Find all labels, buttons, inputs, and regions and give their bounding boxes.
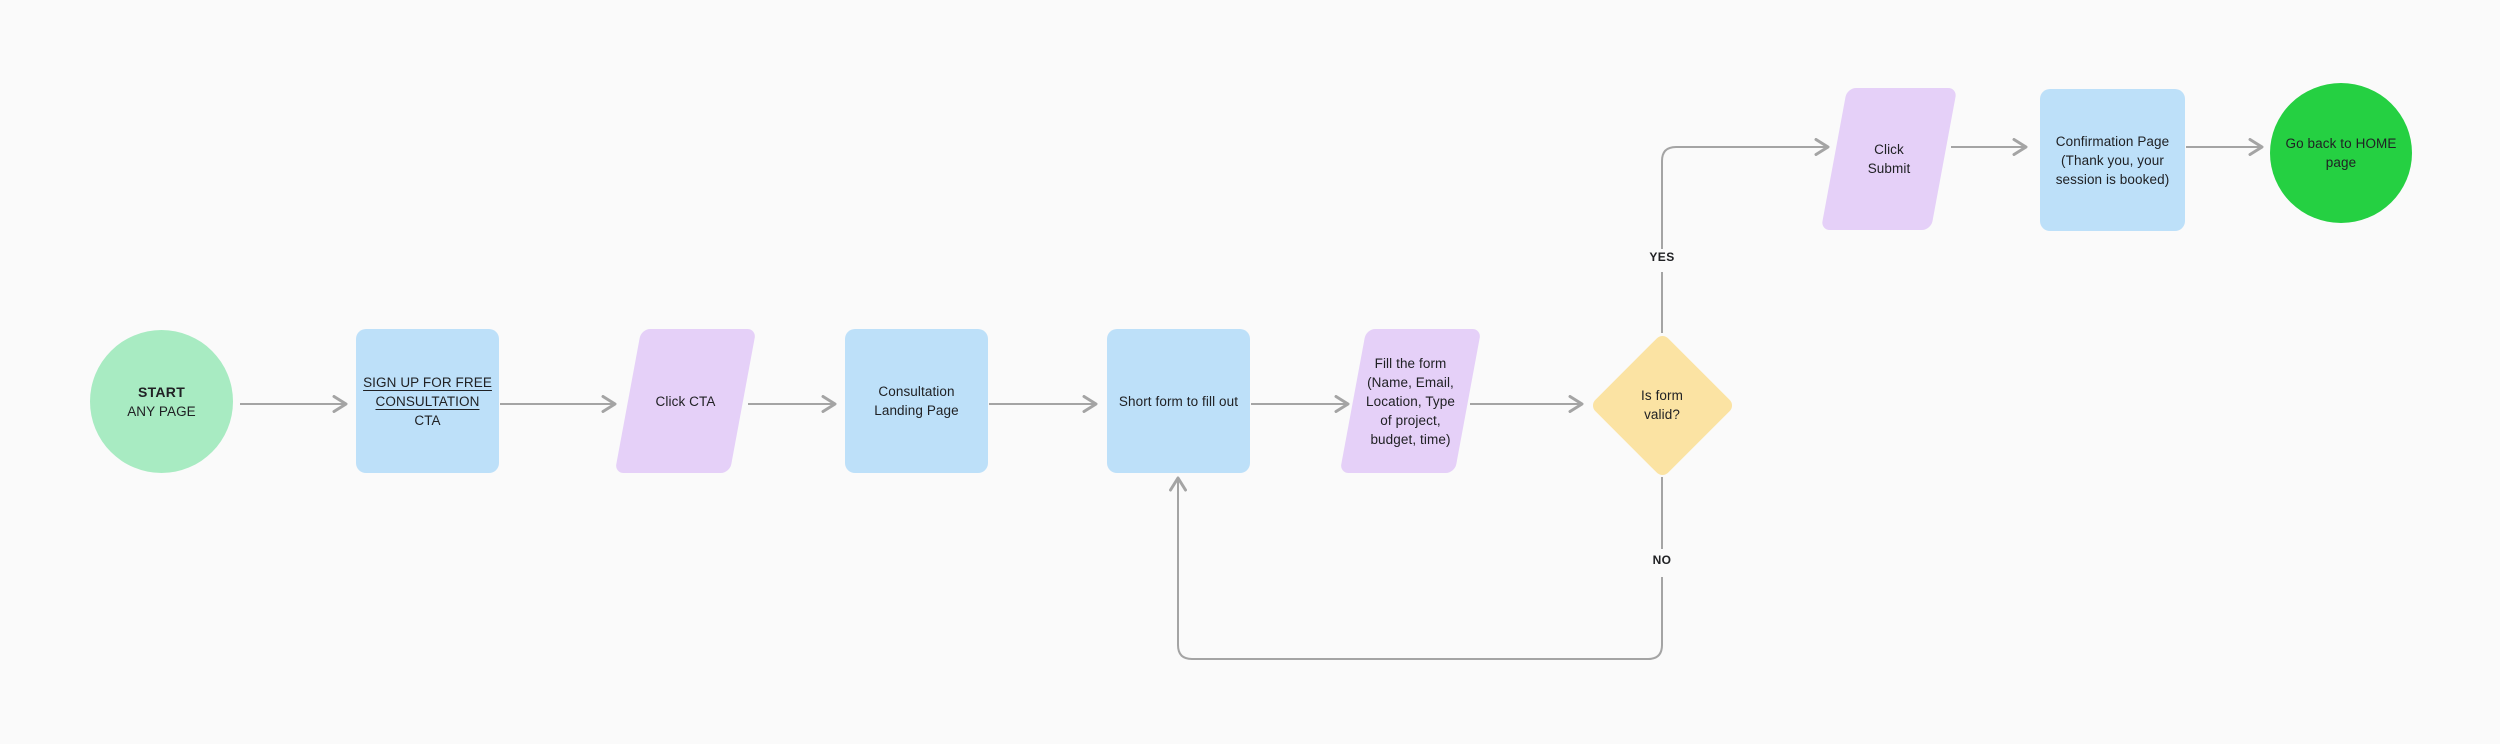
- yes-branch-label: YES: [1649, 250, 1675, 264]
- signup-line-2: CONSULTATION: [375, 393, 480, 409]
- confirmation-line-2: (Thank you, your: [2061, 152, 2164, 168]
- fill-form-label: Fill the form (Name, Email, Location, Ty…: [1353, 354, 1468, 449]
- start-terminator: START ANY PAGE: [90, 330, 233, 473]
- no-branch-label: NO: [1652, 553, 1672, 567]
- confirmation-page-process: Confirmation Page (Thank you, your sessi…: [2040, 89, 2185, 231]
- fill-form-line-2: (Name, Email,: [1367, 374, 1454, 390]
- signup-cta-process: SIGN UP FOR FREE CONSULTATION CTA: [356, 329, 499, 473]
- home-line-2: page: [2325, 155, 2357, 170]
- fill-form-line-3: Location, Type: [1366, 393, 1455, 409]
- form-valid-decision: Is form valid?: [1589, 332, 1735, 478]
- landing-label: Consultation Landing Page: [845, 382, 988, 420]
- decision-line-2: valid?: [1644, 407, 1680, 422]
- click-cta-label: Click CTA: [655, 393, 716, 409]
- start-subtitle: ANY PAGE: [127, 403, 196, 419]
- short-form-label: Short form to fill out: [1118, 393, 1239, 409]
- connector-yes-segment-upper: [1661, 138, 1830, 249]
- start-title: START: [137, 383, 186, 400]
- click-submit-line-2: Submit: [1867, 161, 1911, 176]
- decision-label: Is form valid?: [1589, 386, 1735, 424]
- connector-no-segment-loop: [1169, 476, 1663, 660]
- home-line-1: Go back to HOME: [2285, 136, 2397, 151]
- fill-form-line-4: of project,: [1380, 412, 1441, 428]
- short-form-process: Short form to fill out: [1107, 329, 1250, 473]
- signup-line-1: SIGN UP FOR FREE: [363, 374, 492, 390]
- confirmation-line-3: session is booked): [2055, 171, 2170, 187]
- fill-form-input: Fill the form (Name, Email, Location, Ty…: [1339, 329, 1482, 473]
- click-submit-line-1: Click: [1874, 142, 1904, 157]
- click-submit-action: Click Submit: [1820, 88, 1958, 230]
- signup-line-3: CTA: [414, 412, 441, 428]
- fill-form-line-1: Fill the form: [1374, 355, 1447, 371]
- click-submit-label: Click Submit: [1834, 140, 1944, 178]
- fill-form-line-5: budget, time): [1370, 431, 1451, 447]
- confirmation-line-1: Confirmation Page: [2055, 133, 2170, 149]
- landing-line-1: Consultation: [878, 384, 955, 399]
- home-label: Go back to HOME page: [2270, 134, 2412, 172]
- click-cta-action: Click CTA: [614, 329, 757, 473]
- decision-line-1: Is form: [1641, 388, 1683, 403]
- home-terminator: Go back to HOME page: [2270, 83, 2412, 223]
- landing-page-process: Consultation Landing Page: [845, 329, 988, 473]
- signup-label: SIGN UP FOR FREE CONSULTATION CTA: [356, 373, 499, 430]
- landing-line-2: Landing Page: [874, 403, 959, 418]
- start-label: START ANY PAGE: [90, 383, 233, 421]
- confirmation-label: Confirmation Page (Thank you, your sessi…: [2040, 132, 2185, 189]
